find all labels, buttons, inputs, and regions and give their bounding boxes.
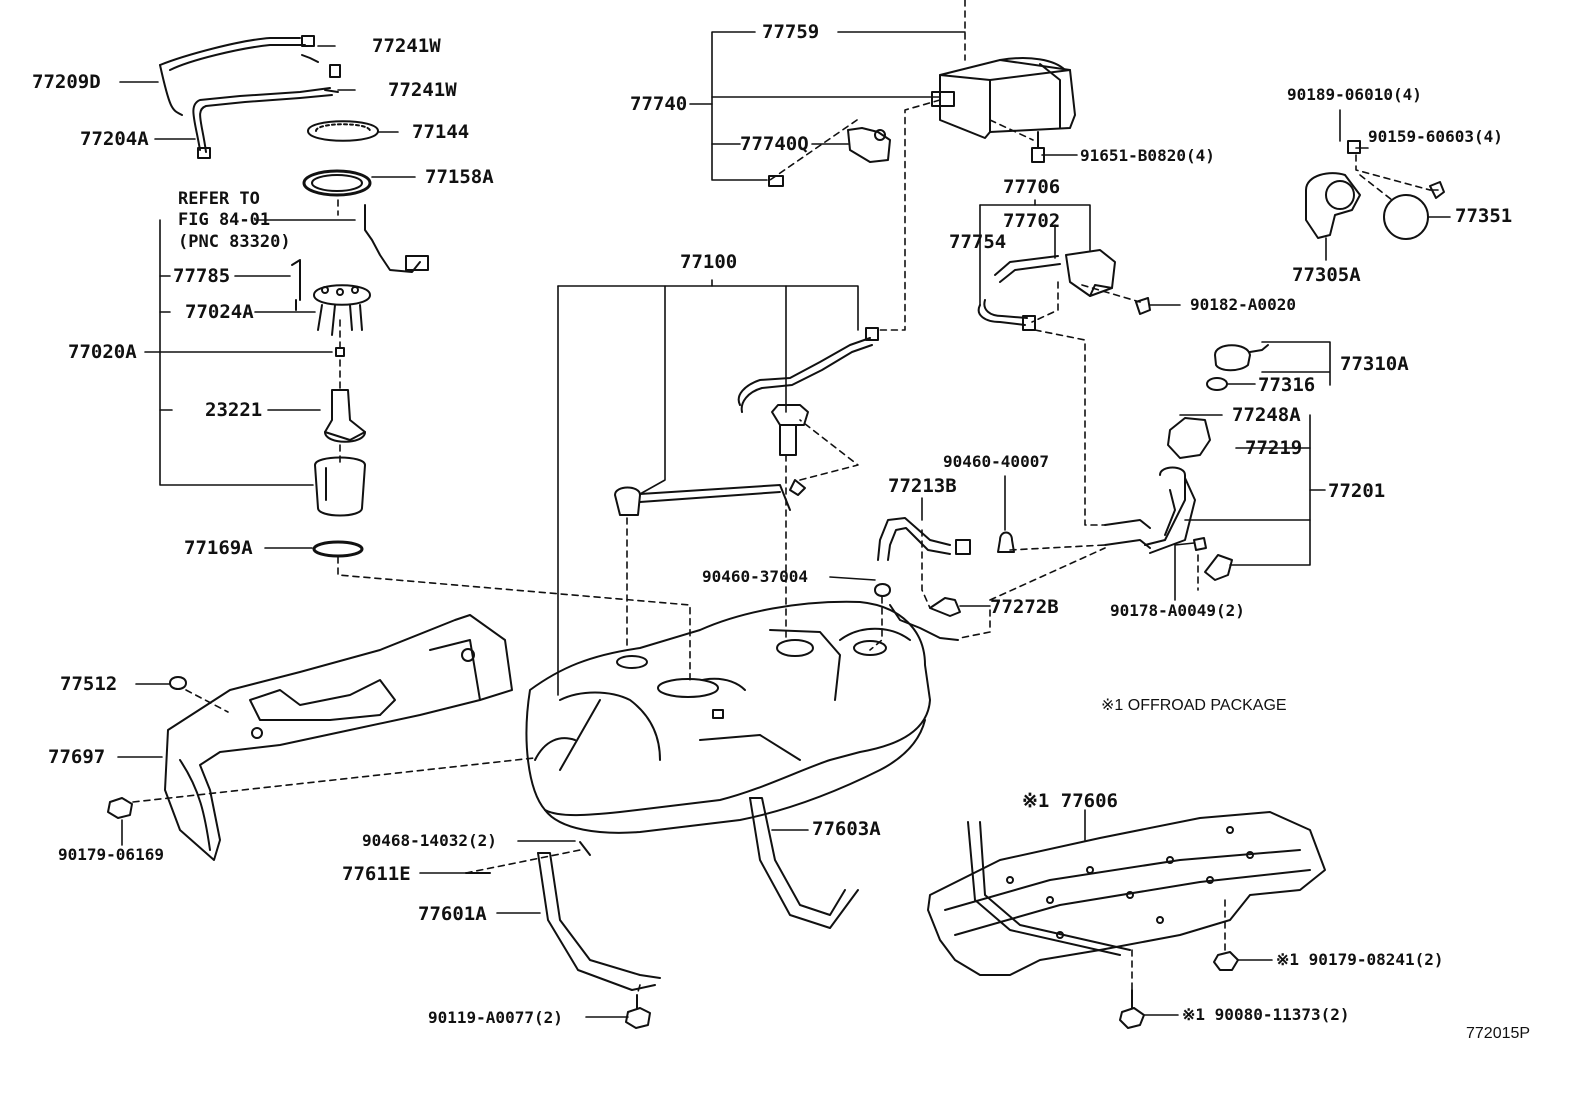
part-label-77706: 77706 — [1003, 176, 1061, 198]
part-label-77241w-upper: 77241W — [372, 35, 441, 57]
part-label-77204a: 77204A — [80, 128, 149, 150]
part-label-90182-a0020: 90182-A0020 — [1190, 295, 1296, 314]
part-label-90119-a0077: 90119-A0077(2) — [428, 1008, 563, 1027]
part-label-90159-60603: 90159-60603(4) — [1368, 127, 1503, 146]
part-label-77759: 77759 — [762, 21, 820, 43]
part-label-77351: 77351 — [1455, 205, 1513, 227]
part-label-77702: 77702 — [1003, 210, 1061, 232]
part-label-77248a: 77248A — [1232, 404, 1301, 426]
part-label-77241w-lower: 77241W — [388, 79, 457, 101]
part-label-90080-11373: ※1 90080-11373(2) — [1182, 1005, 1350, 1024]
part-label-77100: 77100 — [680, 251, 738, 273]
heat-protector-drawing — [164, 614, 513, 861]
part-label-77603a: 77603A — [812, 818, 881, 840]
dashed-connectors — [132, 0, 1431, 996]
part-label-77020a: 77020A — [68, 341, 137, 363]
cutoff-valve-drawing — [977, 249, 1151, 331]
fuel-cap-drawing — [1206, 140, 1445, 391]
bolts-drawing — [107, 131, 1239, 1029]
part-label-77144: 77144 — [412, 121, 470, 143]
fuel-pump-drawing — [291, 120, 429, 558]
part-label-77611e: 77611E — [342, 863, 411, 885]
part-label-77316: 77316 — [1258, 374, 1316, 396]
part-label-77310a: 77310A — [1340, 353, 1409, 375]
part-label-90189-06010: 90189-06010(4) — [1287, 85, 1422, 104]
part-label-90179-08241: ※1 90179-08241(2) — [1276, 950, 1444, 969]
leader-lines — [117, 31, 1451, 1018]
fuel-tubes-drawing — [159, 35, 341, 159]
part-label-77740q: 77740Q — [740, 133, 809, 155]
breather-hose-drawing — [874, 517, 1015, 641]
part-label-90468-14032: 90468-14032(2) — [362, 831, 497, 850]
part-label-90178-a0049: 90178-A0049(2) — [1110, 601, 1245, 620]
tank-straps-drawing — [537, 797, 859, 991]
part-label-77754: 77754 — [949, 231, 1007, 253]
part-label-77213b: 77213B — [888, 475, 957, 497]
offroad-package-note: ※1 OFFROAD PACKAGE — [1101, 697, 1287, 714]
part-label-90179-06169: 90179-06169 — [58, 845, 164, 864]
part-label-23221: 23221 — [205, 399, 263, 421]
part-label-77169a: 77169A — [184, 537, 253, 559]
part-label-77512: 77512 — [60, 673, 118, 695]
part-label-91651-b0820: 91651-B0820(4) — [1080, 146, 1215, 165]
vent-tube-drawing — [614, 327, 879, 516]
charcoal-canister-drawing — [768, 57, 1076, 187]
part-label-90460-40007: 90460-40007 — [943, 452, 1049, 471]
filler-pipe-drawing — [1104, 417, 1233, 581]
skid-plate-drawing — [927, 811, 1326, 976]
part-label-77697: 77697 — [48, 746, 106, 768]
part-label-77272b: 77272B — [990, 596, 1059, 618]
part-label-77219: 77219 — [1245, 437, 1303, 459]
part-label-77785: 77785 — [173, 265, 231, 287]
part-label-77606: ※1 77606 — [1022, 790, 1118, 812]
fuel-tank-drawing — [525, 600, 931, 834]
part-label-90460-37004: 90460-37004 — [702, 567, 808, 586]
part-label-77024a: 77024A — [185, 301, 254, 323]
part-label-77209d: 77209D — [32, 71, 101, 93]
part-label-77740: 77740 — [630, 93, 688, 115]
part-label-77305a: 77305A — [1292, 264, 1361, 286]
part-label-77158a: 77158A — [425, 166, 494, 188]
part-label-77601a: 77601A — [418, 903, 487, 925]
part-label-77201: 77201 — [1328, 480, 1386, 502]
diagram-code: 772015P — [1466, 1025, 1531, 1042]
refer-to-fig-note: REFER TO FIG 84-01 (PNC 83320) — [178, 189, 291, 252]
